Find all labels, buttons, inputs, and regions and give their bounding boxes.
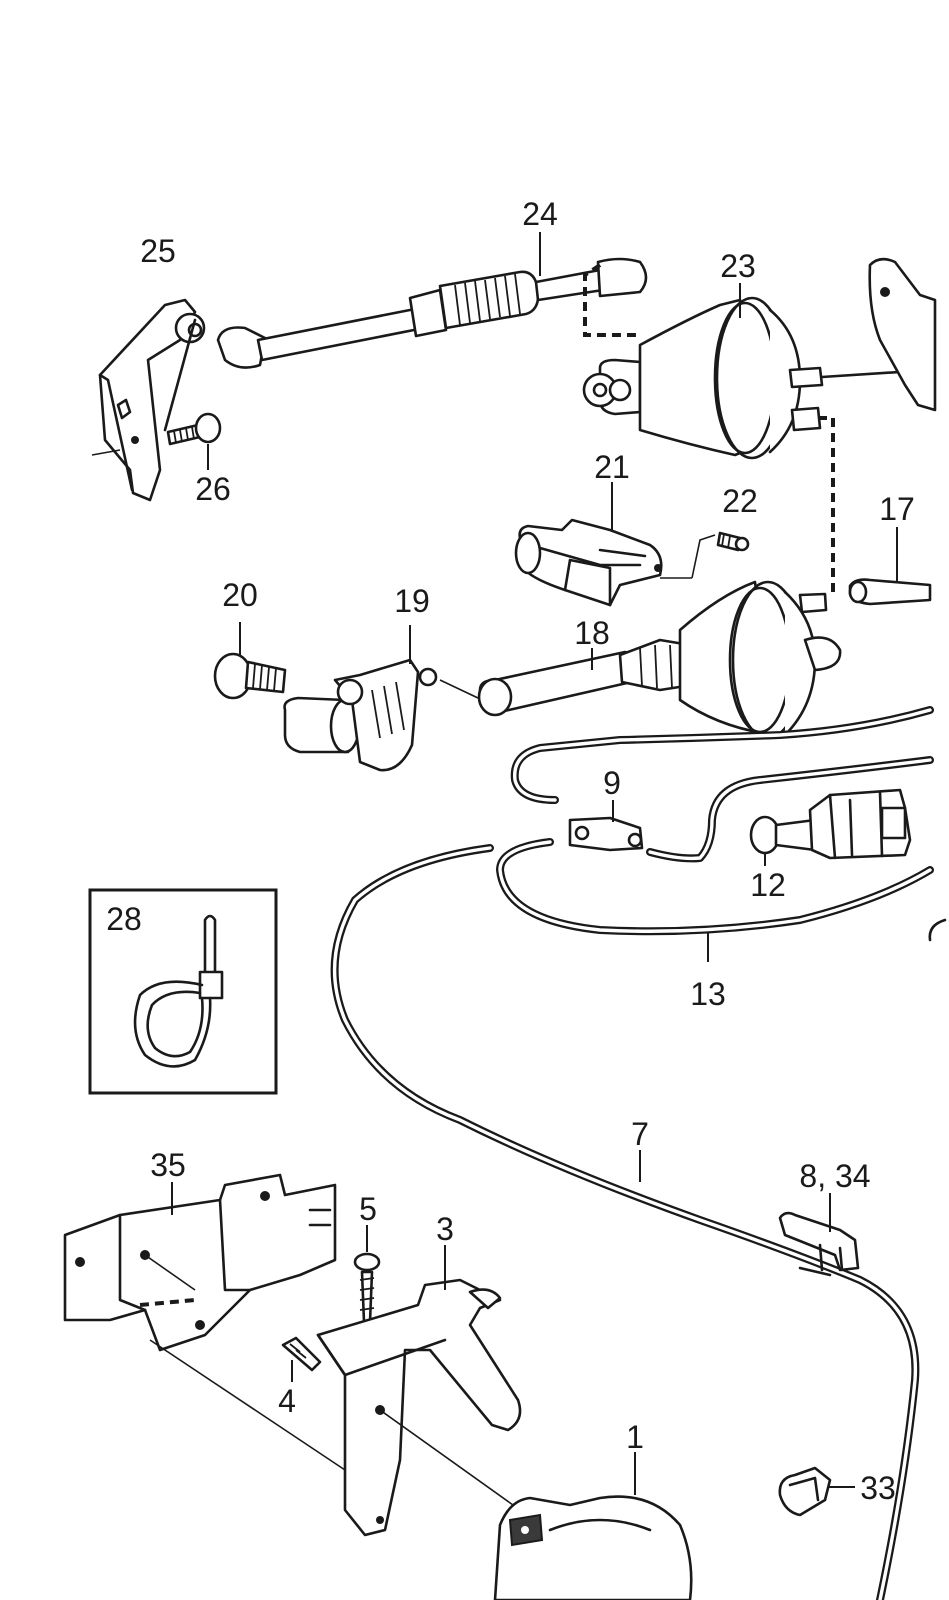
vacuum-hoses (330, 706, 934, 1600)
part-22-pin (660, 531, 750, 579)
callout-3: 3 (436, 1211, 454, 1247)
callout-26: 26 (195, 471, 231, 507)
callout-1: 1 (626, 1419, 644, 1455)
part-19-lever (283, 625, 479, 772)
callout-8-34: 8, 34 (799, 1158, 870, 1194)
callout-18: 18 (574, 615, 610, 651)
callout-23: 23 (720, 248, 756, 284)
callout-5: 5 (359, 1191, 377, 1227)
callout-24: 24 (522, 196, 558, 232)
callout-19: 19 (394, 583, 430, 619)
part-26-bolt (166, 412, 222, 470)
callout-12: 12 (750, 867, 786, 903)
callout-21: 21 (594, 449, 630, 485)
part-3-bracket (149, 1245, 522, 1537)
part-20-knob (213, 622, 287, 700)
callout-25: 25 (140, 233, 176, 269)
callout-28: 28 (106, 901, 142, 937)
part-35-mounting-plate (63, 1173, 337, 1352)
part-1-housing (493, 1452, 693, 1600)
callout-22: 22 (722, 483, 758, 519)
callout-33: 33 (860, 1470, 896, 1506)
part-25-bracket (91, 298, 206, 502)
part-12-switch (749, 788, 912, 866)
part-9-t-connector (568, 800, 644, 852)
callout-17: 17 (879, 491, 915, 527)
callout-9: 9 (603, 765, 621, 801)
callout-7: 7 (631, 1116, 649, 1152)
part-23-vacuum-unit (582, 283, 932, 592)
part-18-vacuum-actuator (477, 580, 842, 740)
part-21-clip (514, 482, 663, 607)
part-4-pin (281, 1336, 322, 1382)
part-24-linkage-rod (216, 232, 648, 369)
part-right-bracket (868, 257, 937, 412)
callout-20: 20 (222, 577, 258, 613)
callout-4: 4 (278, 1383, 296, 1419)
part-17-hose-connector (848, 527, 932, 606)
callout-35: 35 (150, 1147, 186, 1183)
callout-13: 13 (690, 976, 726, 1012)
part-33-clip (778, 1466, 855, 1517)
part-28-detail-box (88, 888, 278, 1095)
part-8-34-connector (778, 1193, 860, 1277)
